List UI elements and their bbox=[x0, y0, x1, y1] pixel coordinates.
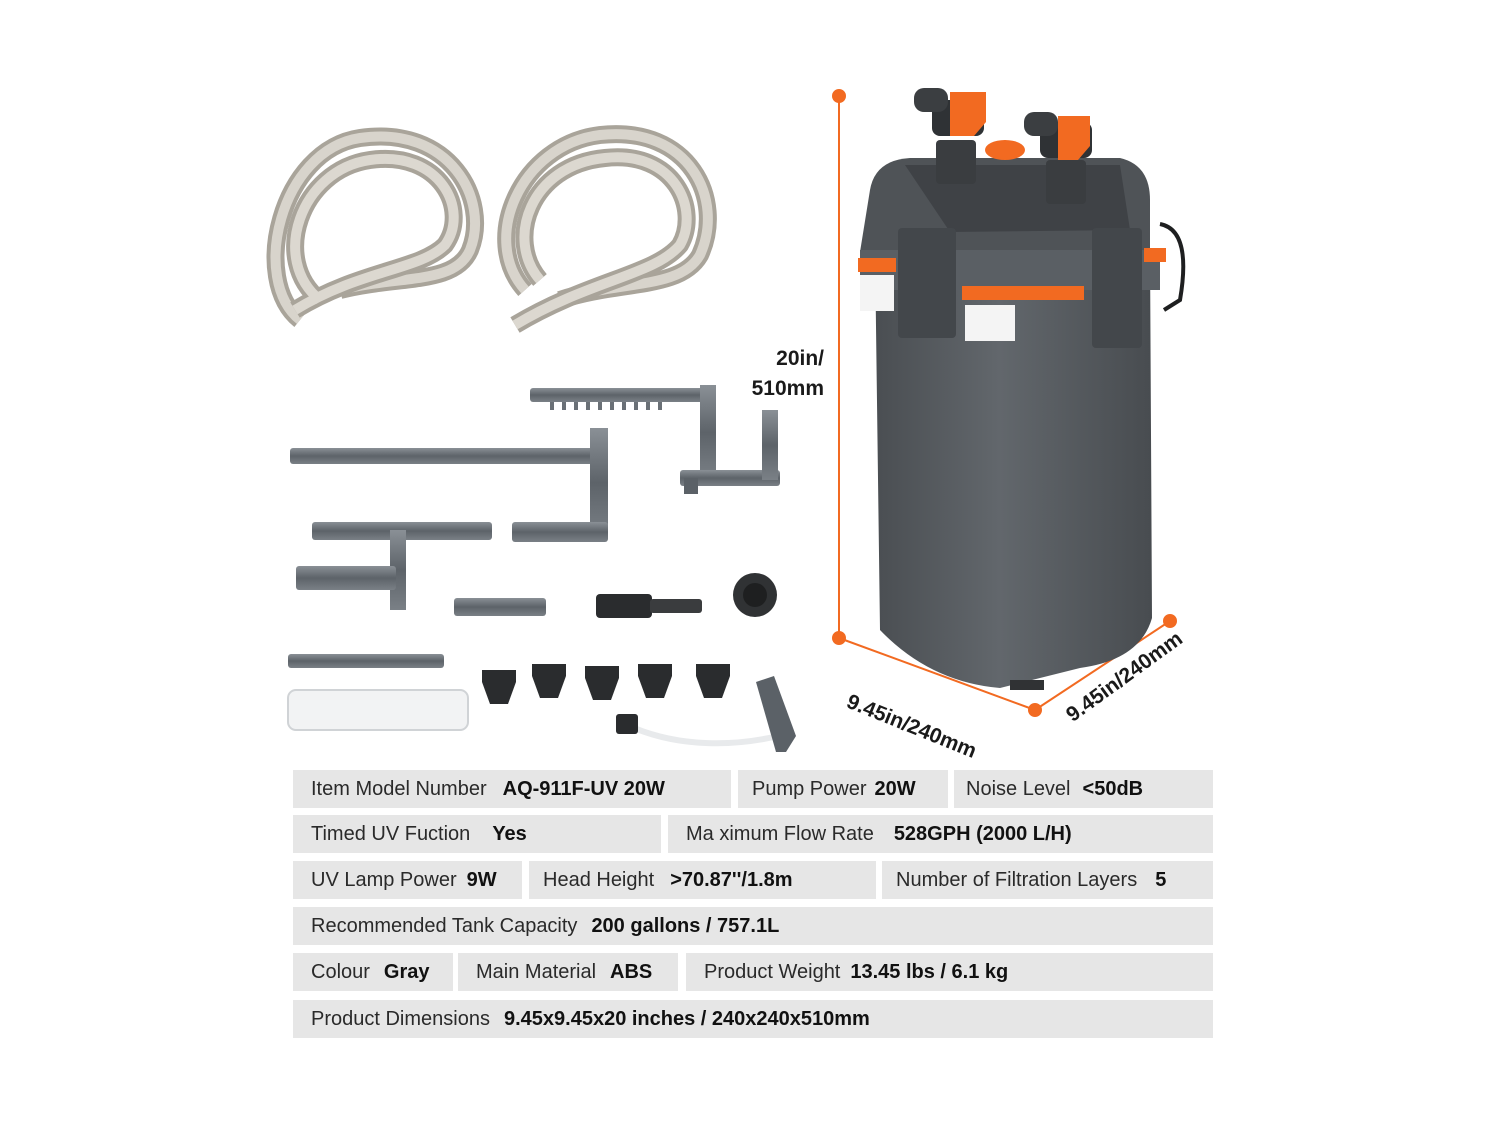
spec-pump-power: Pump Power 20W bbox=[738, 770, 948, 808]
spec-value: ABS bbox=[610, 960, 653, 983]
air-tube bbox=[616, 676, 796, 752]
spec-value: 200 gallons / 757.1L bbox=[591, 914, 780, 937]
spec-value: 5 bbox=[1155, 868, 1167, 891]
spec-label: Product Weight bbox=[704, 960, 841, 983]
hose-right bbox=[497, 125, 717, 333]
spec-value: Gray bbox=[383, 960, 430, 983]
spec-label: UV Lamp Power bbox=[311, 868, 457, 891]
spec-colour: Colour Gray bbox=[293, 953, 453, 991]
spec-label: Head Height bbox=[543, 868, 655, 891]
spec-timed-uv: Timed UV Fuction Yes bbox=[293, 815, 661, 853]
product-illustration bbox=[266, 88, 1186, 752]
spec-main-material: Main Material ABS bbox=[458, 953, 678, 991]
intake-pipe bbox=[290, 428, 608, 542]
spec-label: Timed UV Fuction bbox=[311, 822, 471, 845]
spec-model-number: Item Model Number AQ-911F-UV 20W bbox=[293, 770, 731, 808]
spec-product-dimensions: Product Dimensions 9.45x9.45x20 inches /… bbox=[293, 1000, 1213, 1038]
spec-value: AQ-911F-UV 20W bbox=[502, 777, 665, 800]
spec-product-weight: Product Weight 13.45 lbs / 6.1 kg bbox=[686, 953, 1213, 991]
spec-label: Recommended Tank Capacity bbox=[311, 914, 578, 937]
spec-label: Pump Power bbox=[752, 777, 867, 800]
spec-label: Product Dimensions bbox=[311, 1007, 490, 1030]
spec-tank-capacity: Recommended Tank Capacity 200 gallons / … bbox=[293, 907, 1213, 945]
spec-head-height: Head Height >70.87''/1.8m bbox=[529, 861, 876, 899]
spec-value: >70.87''/1.8m bbox=[670, 868, 793, 891]
spec-uv-lamp-power: UV Lamp Power 9W bbox=[293, 861, 522, 899]
uv-sleeve bbox=[287, 689, 469, 731]
connector-pipe bbox=[454, 598, 546, 616]
canister-filter bbox=[858, 88, 1186, 690]
suction-cups bbox=[482, 664, 730, 704]
spec-label: Item Model Number bbox=[311, 777, 487, 800]
spray-bar-top bbox=[530, 385, 780, 494]
spec-value: Yes bbox=[492, 822, 527, 845]
intake-strainer bbox=[596, 594, 702, 618]
height-line-2: 510mm bbox=[751, 377, 824, 400]
spray-bar-bottom bbox=[288, 654, 444, 668]
spec-value: 13.45 lbs / 6.1 kg bbox=[850, 960, 1009, 983]
hose-left bbox=[266, 127, 484, 328]
spec-value: 9.45x9.45x20 inches / 240x240x510mm bbox=[503, 1007, 870, 1030]
spec-label: Colour bbox=[311, 960, 370, 983]
spec-label: Main Material bbox=[476, 960, 597, 983]
spec-flow-rate: Ma ximum Flow Rate 528GPH (2000 L/H) bbox=[668, 815, 1213, 853]
spec-label: Noise Level bbox=[966, 777, 1071, 800]
spec-value: 9W bbox=[466, 868, 497, 891]
spec-noise-level: Noise Level <50dB bbox=[954, 770, 1213, 808]
spec-value: <50dB bbox=[1082, 777, 1144, 800]
height-line-1: 20in/ bbox=[776, 347, 824, 370]
spec-label: Number of Filtration Layers bbox=[896, 868, 1138, 891]
spec-label: Ma ximum Flow Rate bbox=[686, 822, 874, 845]
height-dimension-label: 20in/ 510mm bbox=[742, 344, 824, 404]
dimension-lines bbox=[832, 89, 1177, 717]
spec-value: 528GPH (2000 L/H) bbox=[893, 822, 1072, 845]
spec-value: 20W bbox=[874, 777, 916, 800]
spec-filtration-layers: Number of Filtration Layers 5 bbox=[882, 861, 1213, 899]
tee-pipe bbox=[296, 522, 492, 610]
